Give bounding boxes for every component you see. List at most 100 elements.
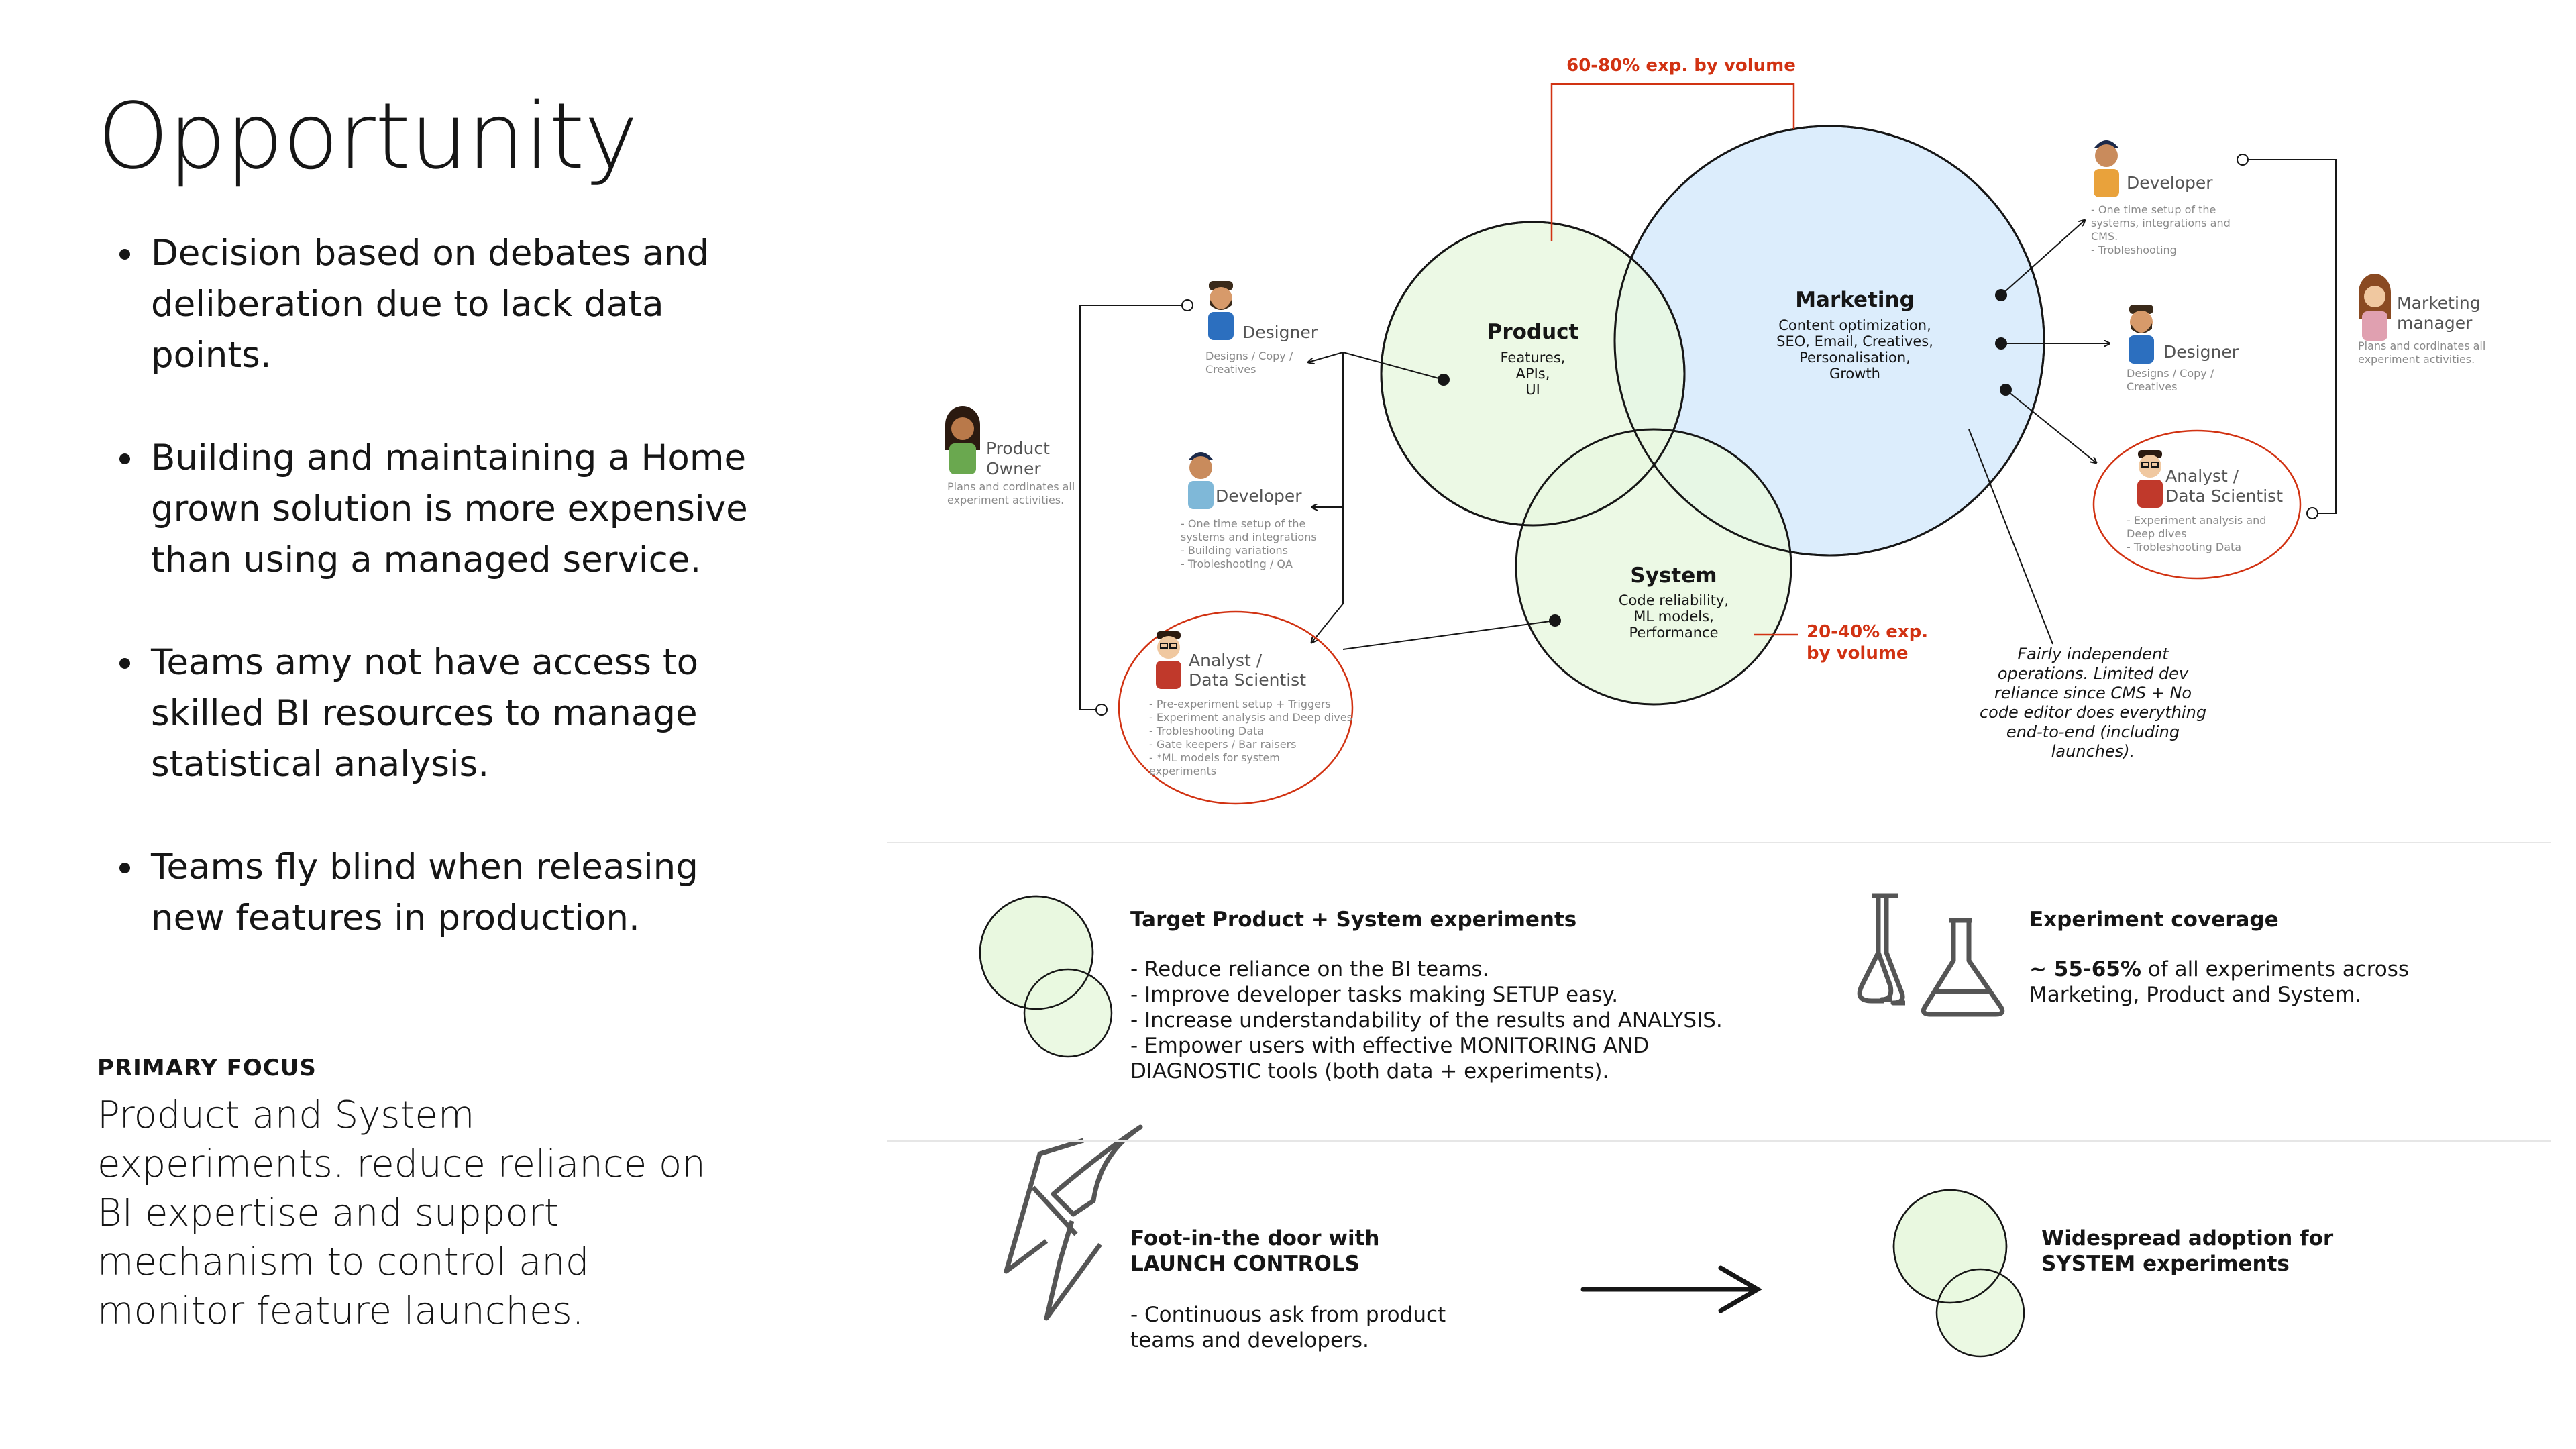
target-line: DIAGNOSTIC tools (both data + experiment…	[1130, 1059, 1609, 1083]
system-title: System	[1630, 564, 1717, 588]
bullet-item: Building and maintaining a Home grown so…	[146, 433, 763, 586]
analyst-highlight-left	[1118, 610, 1354, 805]
opportunity-bullets: Decision based on debates and deliberati…	[111, 228, 763, 996]
role-desc: - Experiment analysis and	[2127, 514, 2266, 527]
designer-name: Designer	[2163, 342, 2239, 362]
role-desc: - Trobleshooting / QA	[1181, 557, 1293, 570]
role-desc: - *ML models for system	[1149, 751, 1280, 764]
developer-avatar	[1188, 452, 1214, 509]
role-desc: Designs / Copy /	[1205, 350, 1293, 362]
arrow-right-icon	[1580, 1265, 1762, 1313]
product-title: Product	[1487, 320, 1579, 344]
role-desc: Plans and cordinates all	[2358, 339, 2485, 352]
role-desc: - Trobleshooting Data	[2127, 541, 2241, 553]
role-desc: - One time setup of the	[1181, 517, 1305, 530]
role-desc: Plans and cordinates all	[947, 480, 1075, 493]
note-line: operations. Limited dev	[1998, 664, 2189, 683]
role-desc: - Trobleshooting	[2091, 244, 2177, 256]
role-desc: Designs / Copy /	[2127, 367, 2214, 380]
coverage-text: of all experiments across	[2141, 957, 2410, 981]
developer-avatar	[2094, 140, 2119, 197]
bullet-item: Decision based on debates and deliberati…	[146, 228, 763, 381]
role-desc: - One time setup of the	[2091, 203, 2216, 216]
analyst-avatar	[1156, 631, 1181, 689]
volume-side-label: by volume	[1807, 643, 1909, 663]
adoption-heading: SYSTEM experiments	[2041, 1252, 2290, 1276]
designer-avatar	[1208, 281, 1234, 340]
system-line: Performance	[1629, 625, 1718, 641]
venn-icon	[1892, 1189, 2025, 1358]
role-desc: systems and integrations	[1181, 531, 1317, 543]
foot-heading: LAUNCH CONTROLS	[1130, 1252, 1360, 1276]
marketing-manager-name: Marketing	[2397, 293, 2481, 313]
product-line: APIs,	[1516, 366, 1550, 382]
analyst-name: Analyst /	[2165, 466, 2239, 486]
system-line: Code reliability,	[1619, 592, 1729, 608]
foot-line: teams and developers.	[1130, 1328, 1369, 1352]
analyst-name: Data Scientist	[2165, 486, 2283, 506]
role-desc: experiments	[1149, 765, 1216, 777]
note-line: end-to-end (including	[2006, 722, 2180, 741]
marketing-line: SEO, Email, Creatives,	[1776, 333, 1933, 350]
adoption-heading: Widespread adoption for	[2041, 1226, 2334, 1250]
marketing-manager-name: manager	[2397, 313, 2473, 333]
developer-name: Developer	[1216, 486, 1302, 506]
role-desc: experiment activities.	[947, 494, 1064, 506]
role-desc: - Trobleshooting Data	[1149, 724, 1264, 737]
independence-note: Fairly independent operations. Limited d…	[1980, 645, 2206, 761]
role-desc: experiment activities.	[2358, 353, 2475, 366]
product-line: Features,	[1501, 350, 1566, 366]
primary-focus-label: PRIMARY FOCUS	[97, 1055, 317, 1081]
adoption-section: Widespread adoption for SYSTEM experimen…	[2041, 1226, 2457, 1277]
coverage-value: ~ 55-65%	[2029, 957, 2141, 981]
bullet-item: Teams fly blind when releasing new featu…	[146, 842, 763, 944]
note-line: reliance since CMS + No	[1994, 684, 2192, 702]
target-line: - Increase understandability of the resu…	[1130, 1008, 1723, 1032]
product-owner-name: Product	[986, 439, 1050, 458]
target-line: - Reduce reliance on the BI teams.	[1130, 957, 1489, 981]
target-line: - Empower users with effective MONITORIN…	[1130, 1034, 1650, 1058]
foot-heading: Foot-in-the door with	[1130, 1226, 1380, 1250]
target-line: - Improve developer tasks making SETUP e…	[1130, 983, 1619, 1007]
beakers-icon	[1857, 893, 2005, 1017]
product-owner-avatar	[945, 406, 980, 474]
product-owner-name: Owner	[986, 459, 1041, 478]
note-line: launches).	[2051, 742, 2135, 761]
marketing-title: Marketing	[1795, 288, 1915, 312]
foot-in-door-section: Foot-in-the door with LAUNCH CONTROLS - …	[1130, 1226, 1546, 1353]
role-desc: Creatives	[1205, 363, 1256, 376]
role-desc: systems, integrations and	[2091, 217, 2231, 229]
marketing-line: Growth	[1829, 366, 1880, 382]
volume-side-label: 20-40% exp.	[1807, 622, 1928, 642]
rocket-icon	[1004, 1124, 1143, 1321]
note-line: Fairly independent	[2017, 645, 2169, 663]
note-line: code editor does everything	[1980, 703, 2206, 722]
analyst-avatar	[2137, 450, 2163, 508]
system-circle	[1515, 428, 1792, 706]
venn-icon	[979, 895, 1113, 1058]
volume-bracket-top	[1550, 83, 1795, 241]
foot-line: - Continuous ask from product	[1130, 1303, 1446, 1327]
analyst-highlight-right	[2092, 429, 2302, 580]
target-heading: Target Product + System experiments	[1130, 908, 1577, 932]
coverage-heading: Experiment coverage	[2029, 908, 2279, 932]
marketing-line: Content optimization,	[1778, 317, 1931, 333]
product-line: UI	[1525, 382, 1540, 398]
section-divider	[887, 842, 2551, 843]
developer-name: Developer	[2127, 173, 2213, 193]
role-desc: Creatives	[2127, 380, 2177, 393]
role-desc: CMS.	[2091, 230, 2118, 243]
primary-focus-text: Product and System experiments. reduce r…	[97, 1093, 706, 1333]
role-desc: - Gate keepers / Bar raisers	[1149, 738, 1297, 751]
bullet-item: Teams amy not have access to skilled BI …	[146, 637, 763, 790]
role-desc: - Experiment analysis and Deep dives	[1149, 711, 1352, 724]
section-divider	[887, 1140, 2551, 1142]
role-desc: - Building variations	[1181, 544, 1288, 557]
role-desc: Deep dives	[2127, 527, 2187, 540]
designer-avatar	[2129, 305, 2154, 364]
analyst-name: Analyst /	[1189, 651, 1263, 670]
system-line: ML models,	[1633, 608, 1714, 625]
coverage-text: Marketing, Product and System.	[2029, 983, 2362, 1007]
coverage-section: Experiment coverage ~ 55-65% of all expe…	[2029, 907, 2499, 1008]
